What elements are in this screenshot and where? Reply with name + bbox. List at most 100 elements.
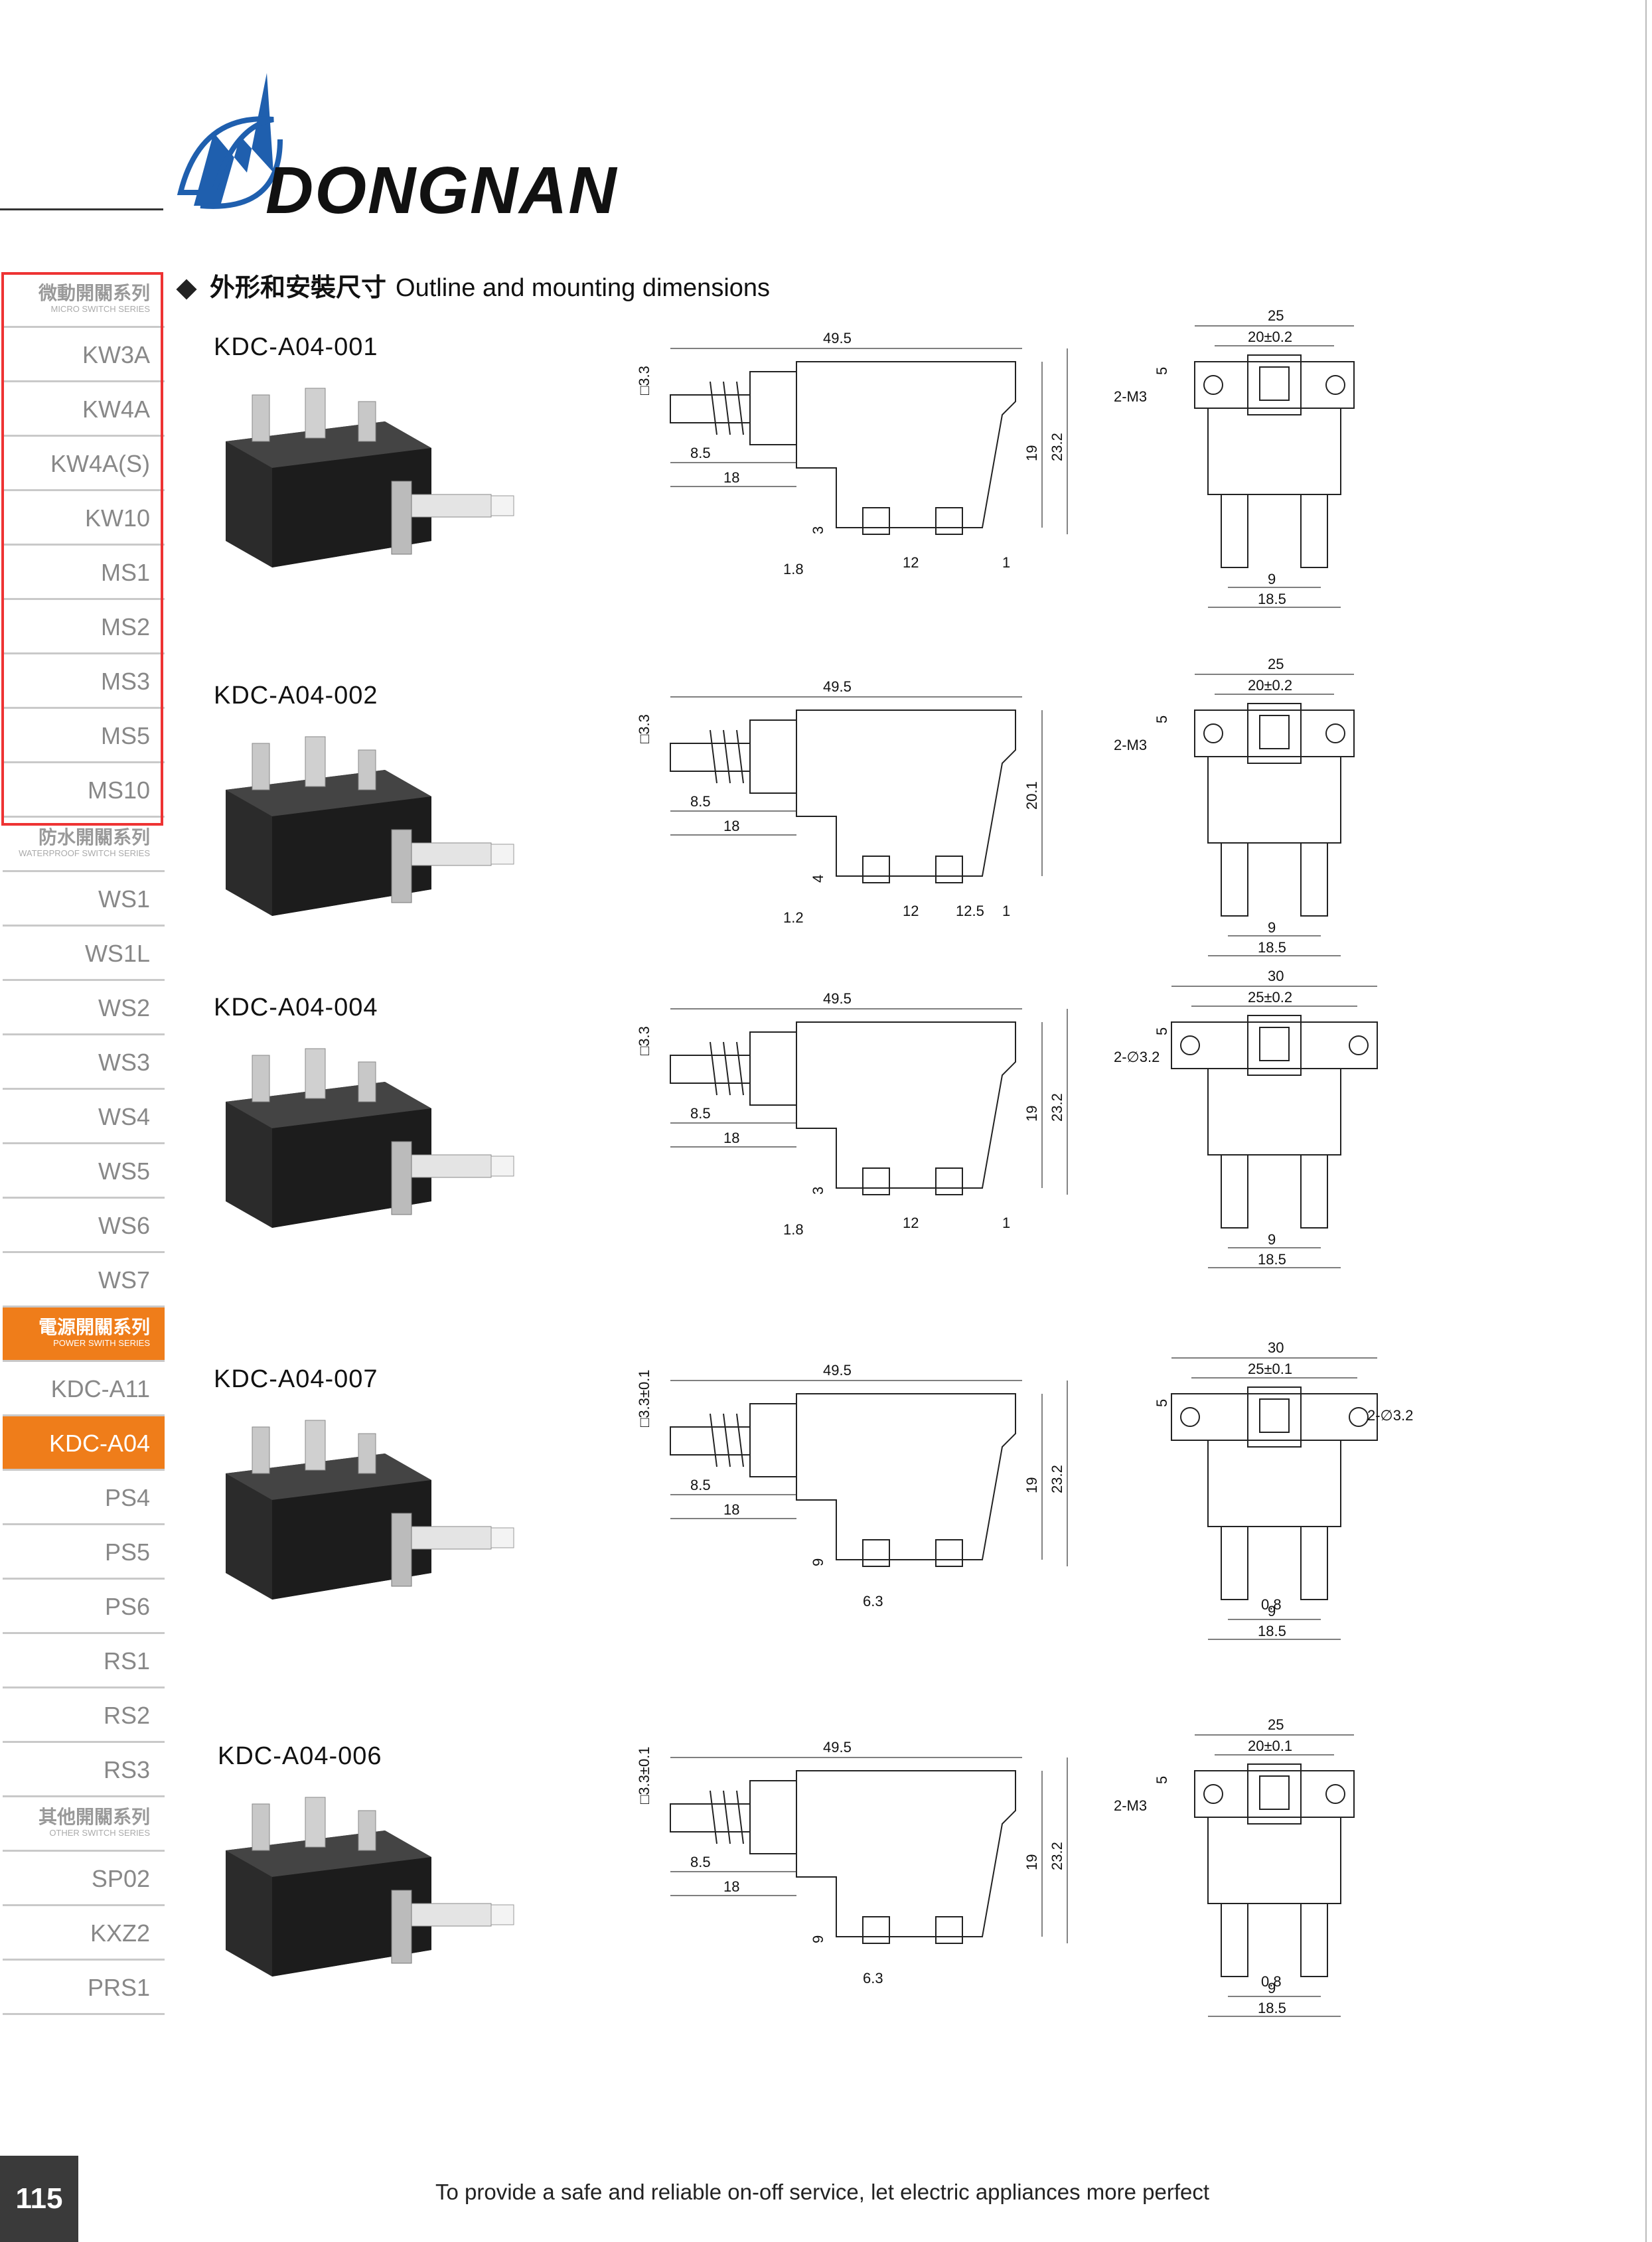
- dim-length: 49.5: [823, 990, 852, 1007]
- dim-b: 18: [723, 1878, 739, 1895]
- dim-d: 12: [903, 554, 919, 571]
- dim-mount-holes: 2-M3: [1114, 737, 1147, 753]
- dim-f: 9: [810, 1935, 826, 1943]
- model-name: KDC-A04-001: [214, 333, 378, 361]
- dim-pin-pitch: 9: [1268, 571, 1276, 587]
- sidebar-item-rs1[interactable]: RS1: [3, 1634, 165, 1688]
- dim-h1: 19: [1023, 445, 1040, 461]
- sidebar-item-ws5[interactable]: WS5: [3, 1144, 165, 1199]
- dim-e: 1: [1002, 903, 1010, 919]
- sidebar-item-ws1[interactable]: WS1: [3, 872, 165, 927]
- sidebar-item-kw4a[interactable]: KW4A: [3, 382, 165, 437]
- dim-length: 49.5: [823, 330, 852, 346]
- sidebar: 微動開關系列 MICRO SWITCH SERIES KW3A KW4A KW4…: [3, 273, 165, 2015]
- dim-a: 8.5: [690, 793, 711, 810]
- dim-c: 1.8: [783, 561, 804, 577]
- dim-f: 3: [810, 526, 826, 534]
- dim-mount-holes: 2-M3: [1114, 1797, 1147, 1814]
- sidebar-item-ps5[interactable]: PS5: [3, 1525, 165, 1580]
- dim-b: 18: [723, 1130, 739, 1146]
- model-name: KDC-A04-006: [218, 1742, 382, 1770]
- dim-f: 4: [810, 875, 826, 883]
- dim-flange: 5: [1154, 715, 1170, 723]
- section-title-en: Outline and mounting dimensions: [396, 274, 771, 302]
- dim-plunger: □3.3±0.1: [636, 1746, 652, 1804]
- sidebar-item-ws2[interactable]: WS2: [3, 981, 165, 1035]
- dim-h1: 19: [1023, 1477, 1040, 1493]
- sidebar-item-ms10[interactable]: MS10: [3, 763, 165, 818]
- sidebar-item-ws7[interactable]: WS7: [3, 1253, 165, 1308]
- switch-photo: [226, 1797, 514, 1977]
- sidebar-group-micro[interactable]: 微動開關系列 MICRO SWITCH SERIES: [3, 273, 165, 328]
- sidebar-item-kw3a[interactable]: KW3A: [3, 328, 165, 382]
- group-title-zh: 微動開關系列: [38, 283, 150, 303]
- switch-photo: [226, 1048, 514, 1228]
- dim-f: 3: [810, 1187, 826, 1195]
- dim-width: 25: [1268, 1716, 1284, 1733]
- sidebar-item-rs3[interactable]: RS3: [3, 1743, 165, 1797]
- sidebar-item-ms5[interactable]: MS5: [3, 709, 165, 763]
- section-title-zh: 外形和安裝尺寸: [210, 274, 387, 302]
- dim-hole-pitch: 20±0.2: [1248, 329, 1292, 345]
- group-title-en: OTHER SWITCH SERIES: [49, 1828, 150, 1838]
- sidebar-item-ps4[interactable]: PS4: [3, 1471, 165, 1525]
- sidebar-group-other[interactable]: 其他開關系列 OTHER SWITCH SERIES: [3, 1797, 165, 1852]
- dim-width: 30: [1268, 1339, 1284, 1356]
- dim-h2: 23.2: [1049, 1093, 1065, 1122]
- sidebar-item-kw10[interactable]: KW10: [3, 491, 165, 546]
- group-title-en: WATERPROOF SWITCH SERIES: [19, 848, 150, 858]
- group-title-zh: 防水開關系列: [38, 827, 150, 848]
- section-title: 外形和安裝尺寸 Outline and mounting dimensions: [176, 267, 771, 303]
- sidebar-item-sp02[interactable]: SP02: [3, 1852, 165, 1906]
- model-name: KDC-A04-007: [214, 1365, 378, 1393]
- dim-plunger: □3.3±0.1: [636, 1369, 652, 1427]
- dim-width: 25: [1268, 307, 1284, 324]
- switch-photo: [226, 736, 514, 916]
- sidebar-item-ps6[interactable]: PS6: [3, 1580, 165, 1634]
- dim-body-width: 18.5: [1258, 939, 1286, 956]
- dim-hole-pitch: 25±0.2: [1248, 989, 1292, 1006]
- dim-h1: 19: [1023, 1106, 1040, 1122]
- dim-pin-thickness: 0.8: [1261, 1596, 1282, 1613]
- sidebar-item-kdc-a11[interactable]: KDC-A11: [3, 1362, 165, 1416]
- sidebar-item-ws1l[interactable]: WS1L: [3, 927, 165, 981]
- sidebar-item-kdc-a04[interactable]: KDC-A04: [3, 1416, 165, 1471]
- sidebar-item-ws3[interactable]: WS3: [3, 1035, 165, 1090]
- sidebar-item-prs1[interactable]: PRS1: [3, 1961, 165, 2015]
- dim-g: 12.5: [956, 903, 984, 919]
- dim-pin-pitch: 9: [1268, 919, 1276, 936]
- sidebar-item-ms1[interactable]: MS1: [3, 546, 165, 600]
- dim-pin-pitch: 9: [1268, 1603, 1276, 1619]
- dim-a: 8.5: [690, 1477, 711, 1493]
- sidebar-group-power[interactable]: 電源開關系列 POWER SWITH SERIES: [3, 1308, 165, 1362]
- dim-length: 49.5: [823, 1739, 852, 1756]
- sidebar-item-rs2[interactable]: RS2: [3, 1688, 165, 1743]
- sidebar-item-kw4a-s[interactable]: KW4A(S): [3, 437, 165, 491]
- sidebar-group-waterproof[interactable]: 防水開關系列 WATERPROOF SWITCH SERIES: [3, 818, 165, 872]
- dim-plunger: □3.3: [636, 1026, 652, 1055]
- dim-flange: 5: [1154, 1776, 1170, 1784]
- sidebar-item-ms3[interactable]: MS3: [3, 654, 165, 709]
- dim-a: 8.5: [690, 1854, 711, 1870]
- dim-width: 25: [1268, 656, 1284, 672]
- dim-h1: 19: [1023, 1854, 1040, 1870]
- sidebar-item-ws6[interactable]: WS6: [3, 1199, 165, 1253]
- dim-e: 1: [1002, 554, 1010, 571]
- sidebar-item-ws4[interactable]: WS4: [3, 1090, 165, 1144]
- dim-d: 12: [903, 903, 919, 919]
- dim-terminal-width: 6.3: [863, 1593, 883, 1609]
- switch-photo: [226, 1420, 514, 1600]
- dim-hole-pitch: 20±0.2: [1248, 677, 1292, 694]
- dim-h2: 23.2: [1049, 1842, 1065, 1870]
- dim-mount-holes: 2-M3: [1114, 388, 1147, 405]
- dim-pin-thickness: 0.8: [1261, 1973, 1282, 1990]
- dim-c: 1.2: [783, 909, 804, 926]
- dim-f: 9: [810, 1558, 826, 1566]
- group-title-zh: 其他開關系列: [38, 1807, 150, 1827]
- dim-h2: 23.2: [1049, 433, 1065, 461]
- sidebar-item-ms2[interactable]: MS2: [3, 600, 165, 654]
- sidebar-item-kxz2[interactable]: KXZ2: [3, 1906, 165, 1961]
